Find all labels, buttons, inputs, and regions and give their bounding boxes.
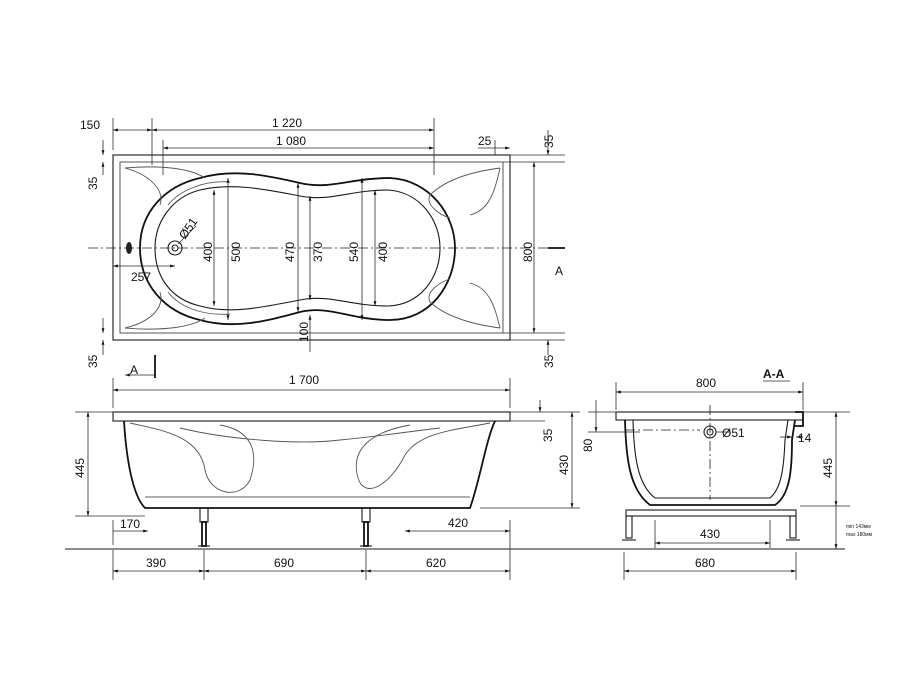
note-min: min 143мм [846, 524, 871, 530]
leg-right [360, 507, 372, 547]
dim-35-top-left: 35 [86, 176, 100, 190]
section-overflow-inner-icon [706, 428, 714, 436]
side-view-body [123, 420, 496, 509]
top-view-corner-curve-tr [428, 167, 501, 219]
side-view-curve-right [355, 422, 491, 489]
dim-445-section: 445 [821, 458, 835, 478]
top-view-basin-outline [139, 172, 456, 326]
dim-1080: 1 080 [276, 134, 306, 148]
section-leg-left [622, 515, 636, 541]
dim-420: 420 [448, 516, 468, 530]
dim-257: 257 [131, 270, 151, 284]
dim-170: 170 [120, 517, 140, 531]
top-view-basin-inner [154, 186, 441, 311]
leader-d51-top [177, 225, 197, 245]
dim-400-right: 400 [376, 242, 390, 262]
top-view: A A 150 1 220 1 080 25 35 35 35 35 [80, 116, 565, 378]
section-shell-outer [624, 419, 796, 506]
side-view-curve-left [129, 422, 255, 493]
dim-d51-section: Ø51 [722, 426, 745, 440]
dim-690: 690 [274, 556, 294, 570]
dim-80: 80 [581, 438, 595, 452]
section-shell-inner [632, 419, 789, 499]
dim-540: 540 [347, 242, 361, 262]
top-view-headrest-band [167, 181, 231, 315]
note-max: max 180мм [846, 532, 873, 538]
drain-icon [167, 240, 183, 256]
section-marker-bottom: A [130, 363, 138, 377]
top-view-inner-rim [119, 161, 504, 334]
dim-620: 620 [426, 556, 446, 570]
top-view-corner-curve-tl [124, 166, 206, 206]
dim-1220: 1 220 [272, 116, 302, 130]
dim-d51-top: Ø51 [176, 215, 201, 242]
top-view-corner-curve-bl [124, 291, 206, 330]
dim-680: 680 [695, 556, 715, 570]
section-frame [625, 509, 797, 517]
dim-35-side: 35 [541, 428, 555, 442]
dim-430-side: 430 [557, 455, 571, 475]
dim-1700: 1 700 [289, 373, 319, 387]
section-leg-right [786, 515, 800, 541]
dim-800-section: 800 [696, 376, 716, 390]
dim-370: 370 [311, 242, 325, 262]
dim-150: 150 [80, 118, 100, 132]
dim-100: 100 [297, 322, 311, 342]
leg-left [198, 507, 210, 547]
dim-470: 470 [283, 242, 297, 262]
dim-390: 390 [146, 556, 166, 570]
dim-35-bottom-right: 35 [542, 354, 556, 368]
dim-445-side: 445 [73, 458, 87, 478]
side-view: 1 700 445 35 430 [65, 373, 845, 580]
dim-400-left: 400 [201, 242, 215, 262]
dim-35-bottom-left: 35 [86, 354, 100, 368]
dim-430-section: 430 [700, 527, 720, 541]
overflow-icon [126, 242, 132, 254]
top-view-outer-rim [112, 154, 511, 341]
side-view-curve-mid [179, 427, 441, 443]
dim-25: 25 [478, 134, 492, 148]
drain-inner-icon [171, 244, 179, 252]
section-flange [795, 411, 804, 427]
side-view-rim [112, 411, 511, 422]
dim-14: 14 [798, 431, 812, 445]
section-title: A-A [763, 367, 785, 381]
dim-800-top: 800 [521, 242, 535, 262]
dim-500: 500 [229, 242, 243, 262]
top-view-corner-curve-br [428, 278, 501, 329]
section-view: A-A 800 Ø51 14 80 [581, 367, 873, 580]
section-marker-top: A [555, 264, 563, 278]
section-rim [615, 411, 804, 421]
dim-35-top-right: 35 [542, 134, 556, 148]
